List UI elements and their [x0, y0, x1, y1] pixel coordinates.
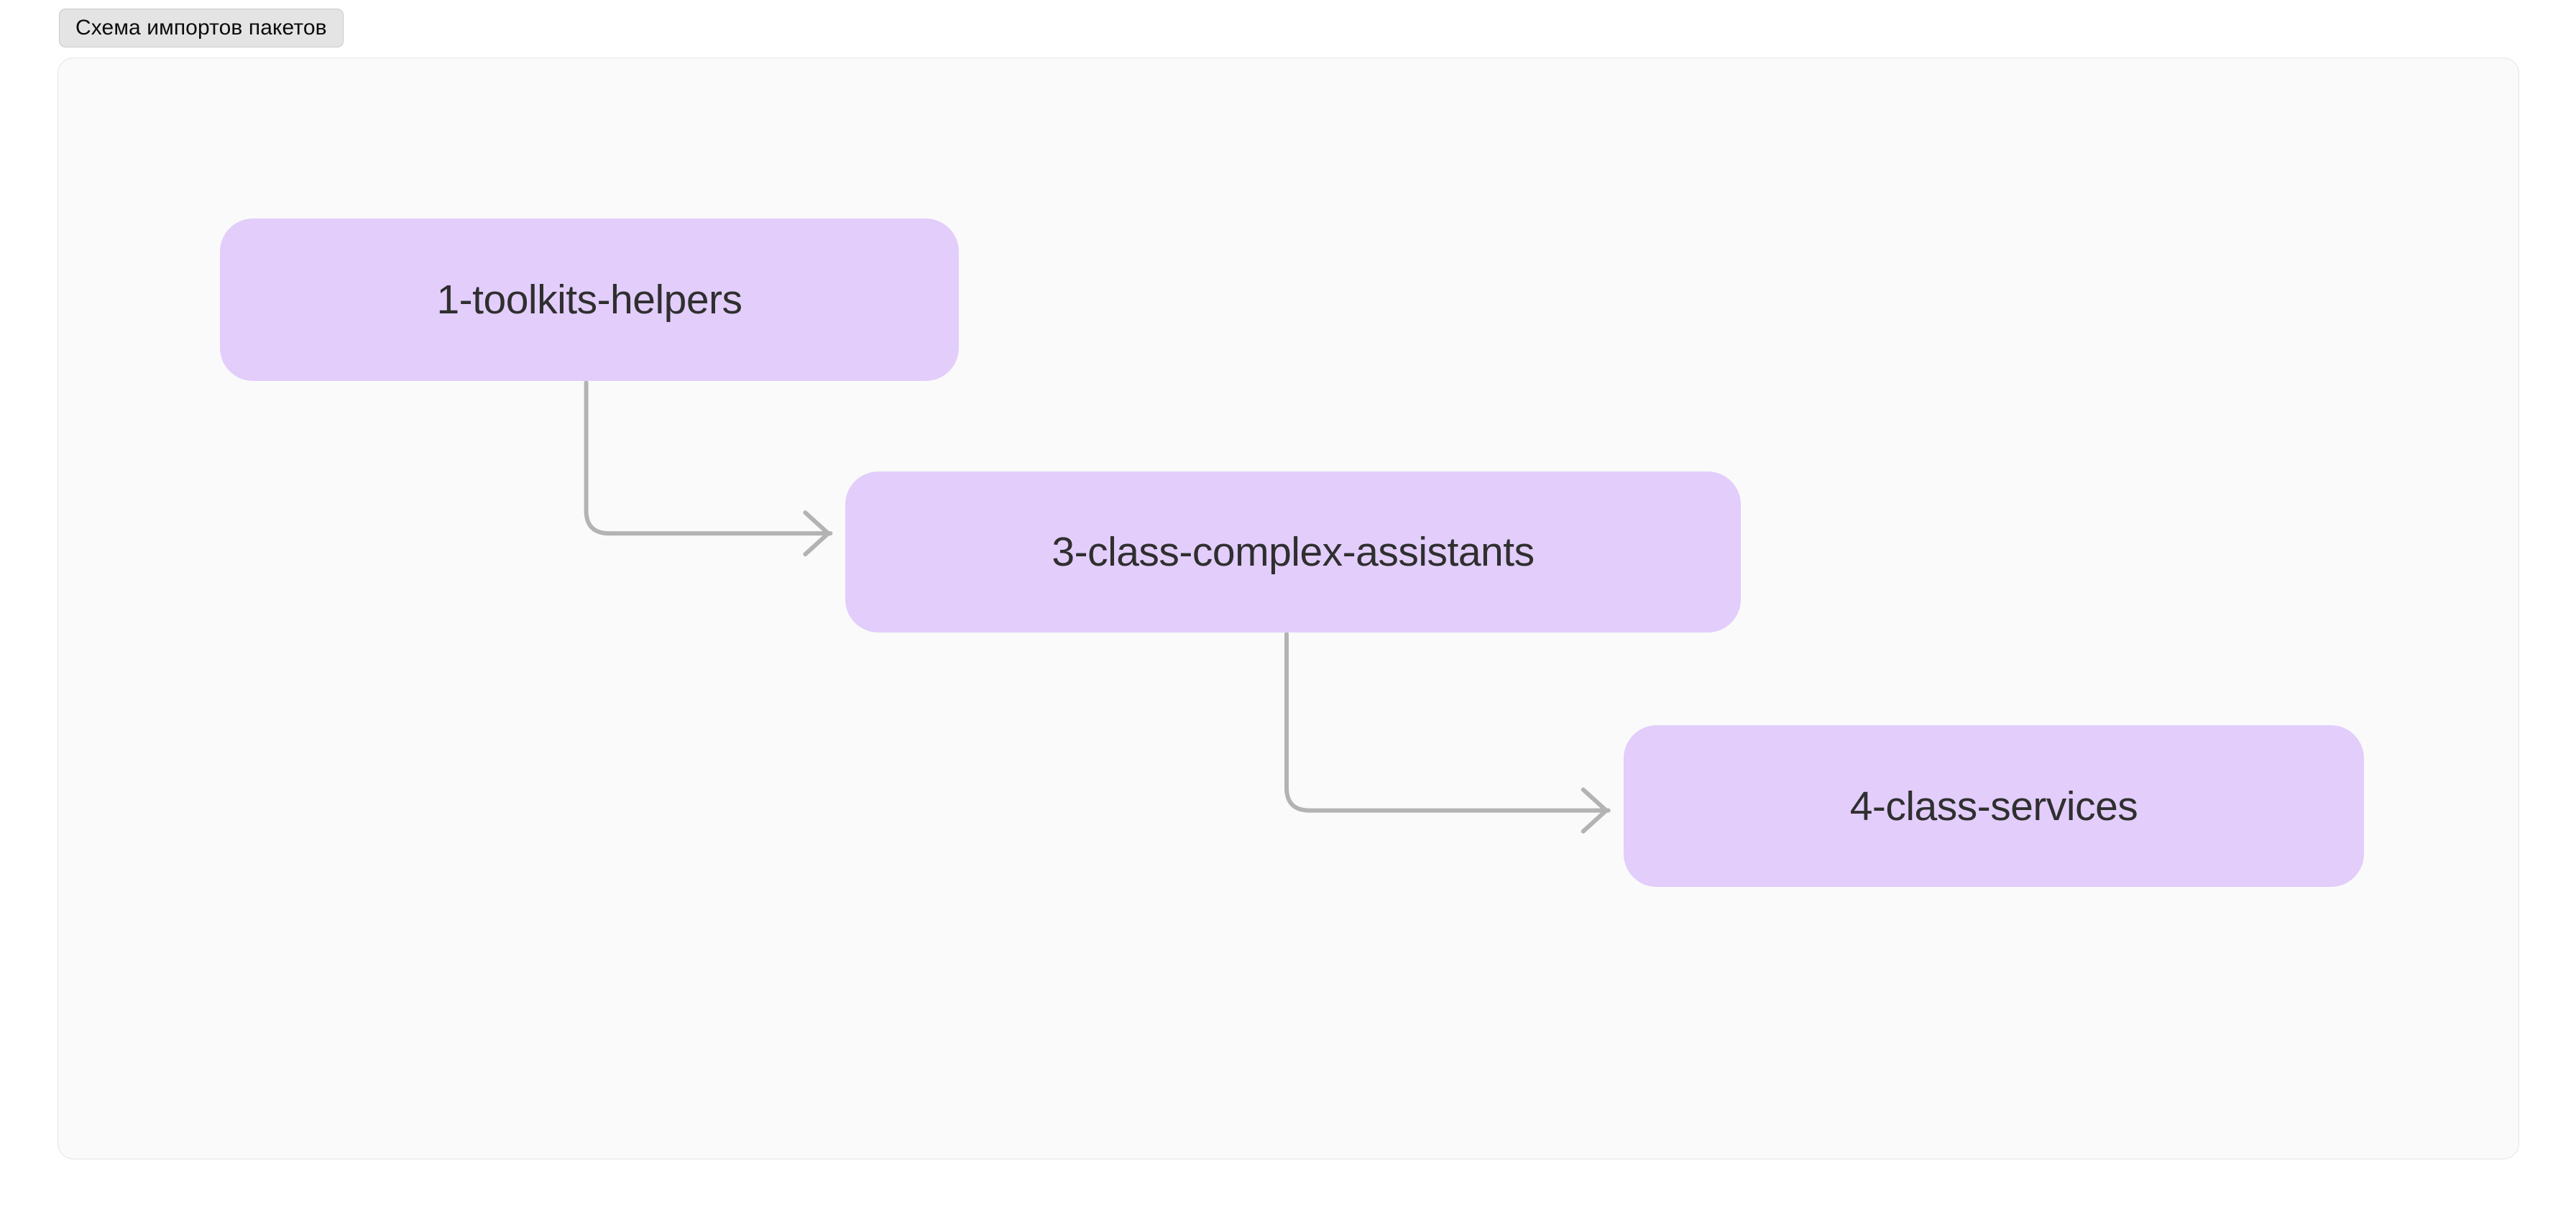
diagram-panel: 1-toolkits-helpers 3-class-complex-assis… [58, 58, 2519, 1159]
diagram-node-toolkits-helpers[interactable]: 1-toolkits-helpers [220, 218, 959, 381]
edge-n2-to-n3 [1284, 631, 1611, 834]
edge-path [584, 380, 833, 536]
arrowhead-icon [1581, 787, 1609, 834]
node-label: 4-class-services [1849, 783, 2138, 829]
arrowhead-icon [803, 510, 831, 557]
diagram-title-label: Схема импортов пакетов [75, 16, 327, 40]
edge-layer [584, 380, 1611, 834]
edge-path [1284, 631, 1611, 813]
diagram-title-tab[interactable]: Схема импортов пакетов [59, 9, 344, 47]
diagram-node-class-complex-assistants[interactable]: 3-class-complex-assistants [845, 472, 1741, 632]
edge-n1-to-n2 [584, 380, 833, 557]
node-label: 1-toolkits-helpers [436, 277, 742, 323]
node-label: 3-class-complex-assistants [1052, 529, 1535, 575]
diagram-node-class-services[interactable]: 4-class-services [1624, 725, 2364, 887]
